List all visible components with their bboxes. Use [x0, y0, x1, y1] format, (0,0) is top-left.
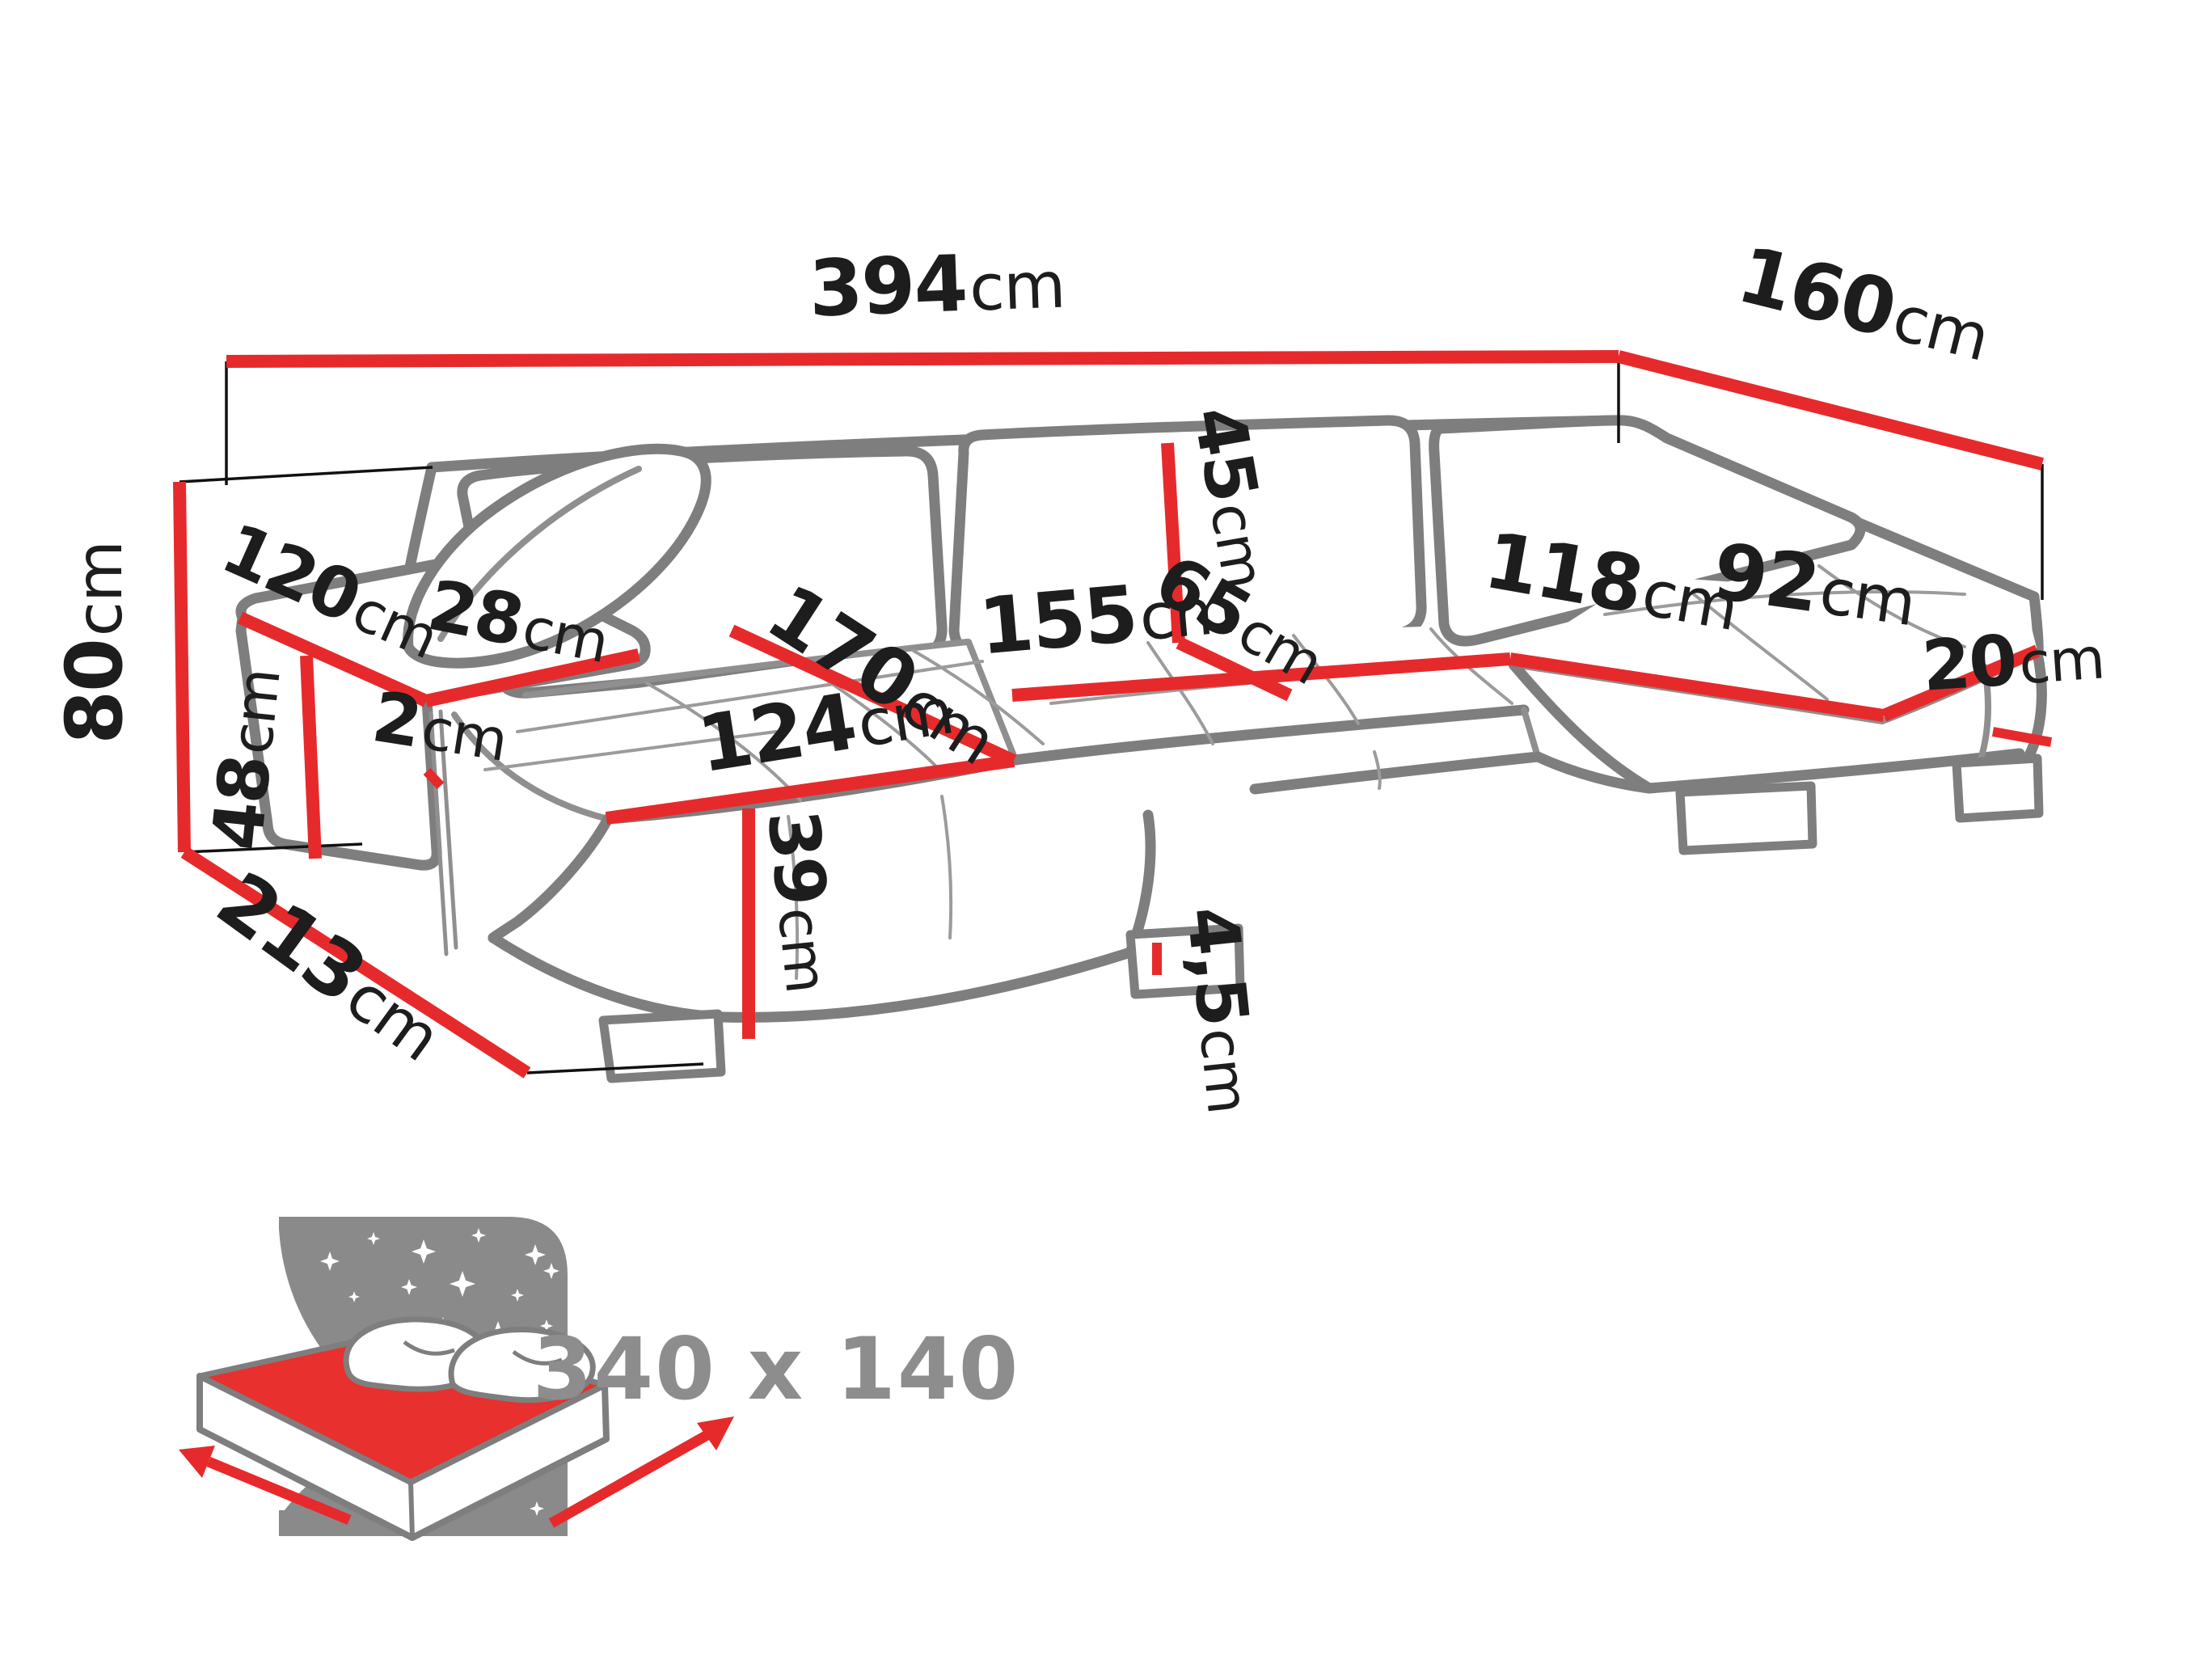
dim-label-total-width: 394cm: [808, 235, 1066, 335]
dim-line-right-depth: [1617, 350, 2044, 471]
right-post-outer-edge: [2022, 648, 2047, 764]
dim-label-total-height: 80cm: [49, 541, 140, 745]
middle-bench-bottom-edge: [1249, 751, 1543, 795]
pillow-right: [448, 1326, 596, 1404]
pillow-fold-line: [437, 466, 642, 642]
dim-line-middle-seat-depth: [1176, 636, 1293, 702]
dim-line-backrest-height: [1161, 442, 1185, 644]
dim-label-left-depth: 213cm: [201, 855, 462, 1079]
foot-front-left: [598, 1009, 726, 1083]
pillow-left-fold: [403, 1340, 455, 1356]
pillow: [403, 443, 711, 669]
left-armrest-outer-face: [235, 612, 442, 871]
arrow-width-line: [206, 1456, 352, 1526]
pillow-right-fold: [512, 1349, 563, 1366]
dim-label-armrest-gap: 2cm: [367, 677, 513, 778]
dim-label-seat-height: 39cm: [751, 807, 851, 996]
connector-left-top: [179, 466, 433, 483]
dim-line-right-seat-width: [1881, 644, 2041, 722]
sleep-function-icon: 340 x 140: [179, 1217, 1020, 1541]
connector-front-left: [526, 1062, 704, 1074]
dim-label-armrest-height: 48cm: [197, 665, 297, 854]
dimension-labels: 394cm 160cm 80cm 120cm 28cm 48cm 2cm 213…: [49, 229, 2107, 1117]
dim-label-right-seat-width: 92cm: [1708, 526, 1922, 644]
left-seat-left-seam: [451, 711, 611, 822]
dim-label-right-depth: 160cm: [1729, 229, 1999, 378]
dim-label-right-corner-height: 20cm: [1919, 614, 2107, 707]
sofa-drawing: [235, 415, 2047, 1083]
arrow-length-head: [697, 1416, 734, 1450]
dim-line-total-height: [173, 481, 191, 853]
dim-line-middle-seat-width: [1011, 652, 1511, 702]
connector-left-bottom: [184, 842, 363, 854]
back-cushion-corner: [1429, 415, 1866, 647]
dim-line-armrest-width: [424, 648, 640, 707]
middle-seat-front-edge: [1010, 704, 1530, 766]
dim-line-right-seat-length: [1509, 652, 1885, 722]
arrow-width-head: [179, 1446, 215, 1478]
right-chaise-front-left-curve: [1508, 659, 1655, 794]
left-seat-back-seam: [522, 639, 970, 699]
dim-label-foot-height: 4,5cm: [1171, 903, 1273, 1117]
dim-label-middle-seat-width: 155cm: [976, 560, 1239, 673]
middle-bench-right-seam: [1521, 707, 1541, 760]
dim-line-left-depth: [180, 846, 531, 1079]
sleeping-area-label: 340 x 140: [533, 1319, 1020, 1419]
dimension-lines: [173, 350, 2053, 1079]
dim-line-left-seat-length: [728, 624, 1017, 767]
armrest-gap-line-2: [438, 709, 458, 950]
armrest-gap-line-1: [428, 711, 449, 956]
arrow-length-line: [548, 1428, 715, 1528]
dim-line-armrest-length: [237, 611, 429, 707]
mattress-corner-seam: [408, 1481, 415, 1539]
size-arrows: [179, 1416, 734, 1528]
dim-tick-right-corner-height: [1991, 727, 2053, 747]
left-chaise-front-body: [493, 760, 1150, 1018]
dim-line-armrest-height: [300, 655, 322, 859]
dim-label-right-seat-length: 118cm: [1478, 515, 1746, 648]
dim-label-armrest-width: 28cm: [421, 565, 615, 679]
left-chaise-front-left-curve: [488, 813, 614, 943]
foot-right-outer: [1952, 754, 2044, 823]
dim-line-total-width: [226, 350, 1619, 368]
middle-seat-surface: [969, 627, 1524, 760]
foot-right-front: [1675, 781, 1817, 855]
dim-line-left-seat-width: [605, 754, 1015, 825]
dim-label-backrest-height: 45cm: [1177, 400, 1289, 593]
dim-tick-armrest-gap: [423, 767, 445, 790]
